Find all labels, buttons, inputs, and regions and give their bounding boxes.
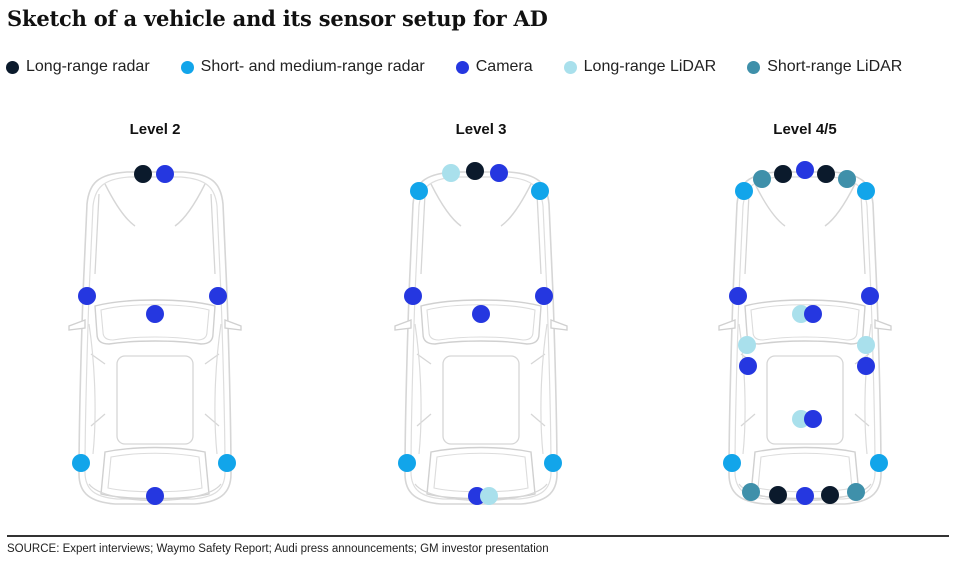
long-range-lidar-sensor-icon <box>857 336 875 354</box>
short-medium-range-radar-sensor-icon <box>544 454 562 472</box>
legend-item-short-range-lidar: Short-range LiDAR <box>747 58 902 76</box>
legend-label: Long-range radar <box>26 58 150 75</box>
short-medium-range-radar-sensor-icon <box>735 182 753 200</box>
short-range-lidar-swatch-icon <box>747 60 761 74</box>
camera-sensor-icon <box>156 165 174 183</box>
short-medium-range-radar-sensor-icon <box>531 182 549 200</box>
short-medium-range-radar-sensor-icon <box>857 182 875 200</box>
camera-sensor-icon <box>861 287 879 305</box>
long-range-radar-sensor-icon <box>774 165 792 183</box>
camera-sensor-icon <box>535 287 553 305</box>
long-range-radar-sensor-icon <box>821 486 839 504</box>
camera-sensor-icon <box>404 287 422 305</box>
short-medium-range-radar-sensor-icon <box>398 454 416 472</box>
camera-sensor-icon <box>209 287 227 305</box>
camera-sensor-icon <box>146 305 164 323</box>
camera-sensor-icon <box>729 287 747 305</box>
divider <box>7 535 949 537</box>
camera-sensor-icon <box>804 410 822 428</box>
level-2-label: Level 2 <box>129 121 181 138</box>
camera-sensor-icon <box>796 161 814 179</box>
car-outline-0 <box>68 171 242 505</box>
legend-label: Short-range LiDAR <box>767 58 903 75</box>
long-range-radar-sensor-icon <box>817 165 835 183</box>
long-range-lidar-sensor-icon <box>480 487 498 505</box>
legend-label: Short- and medium-range radar <box>200 58 425 75</box>
camera-sensor-icon <box>739 357 757 375</box>
long-range-radar-sensor-icon <box>769 486 787 504</box>
short-range-lidar-sensor-icon <box>838 170 856 188</box>
legend-label: Long-range LiDAR <box>583 58 717 75</box>
camera-sensor-icon <box>490 164 508 182</box>
short-medium-range-radar-sensor-icon <box>410 182 428 200</box>
camera-sensor-icon <box>857 357 875 375</box>
camera-sensor-icon <box>78 287 96 305</box>
short-range-lidar-sensor-icon <box>753 170 771 188</box>
short-medium-range-radar-sensor-icon <box>723 454 741 472</box>
camera-sensor-icon <box>146 487 164 505</box>
short-medium-range-radar-sensor-icon <box>72 454 90 472</box>
camera-sensor-icon <box>472 305 490 323</box>
camera-sensor-icon <box>804 305 822 323</box>
long-range-radar-swatch-icon <box>6 60 19 74</box>
diagram-title: Sketch of a vehicle and its sensor setup… <box>7 6 548 31</box>
legend-item-short-medium-range-radar: Short- and medium-range radar <box>180 58 425 76</box>
source-note: SOURCE: Expert interviews; Waymo Safety … <box>7 543 549 555</box>
long-range-radar-sensor-icon <box>466 162 484 180</box>
camera-swatch-icon <box>455 60 469 74</box>
level-3-label: Level 3 <box>455 121 507 138</box>
camera-sensor-icon <box>796 487 814 505</box>
long-range-lidar-swatch-icon <box>563 60 577 74</box>
long-range-lidar-sensor-icon <box>738 336 756 354</box>
legend-item-long-range-radar: Long-range radar <box>6 58 150 76</box>
level-4-5-label: Level 4/5 <box>773 121 837 138</box>
legend: Long-range radar Short- and medium-range… <box>6 58 902 76</box>
long-range-radar-sensor-icon <box>134 165 152 183</box>
car-outline-1 <box>394 171 568 505</box>
legend-label: Camera <box>475 58 533 75</box>
short-medium-range-radar-swatch-icon <box>180 60 194 74</box>
short-medium-range-radar-sensor-icon <box>870 454 888 472</box>
long-range-lidar-sensor-icon <box>442 164 460 182</box>
short-range-lidar-sensor-icon <box>742 483 760 501</box>
short-range-lidar-sensor-icon <box>847 483 865 501</box>
short-medium-range-radar-sensor-icon <box>218 454 236 472</box>
legend-item-long-range-lidar: Long-range LiDAR <box>563 58 717 76</box>
legend-item-camera: Camera <box>455 58 533 76</box>
